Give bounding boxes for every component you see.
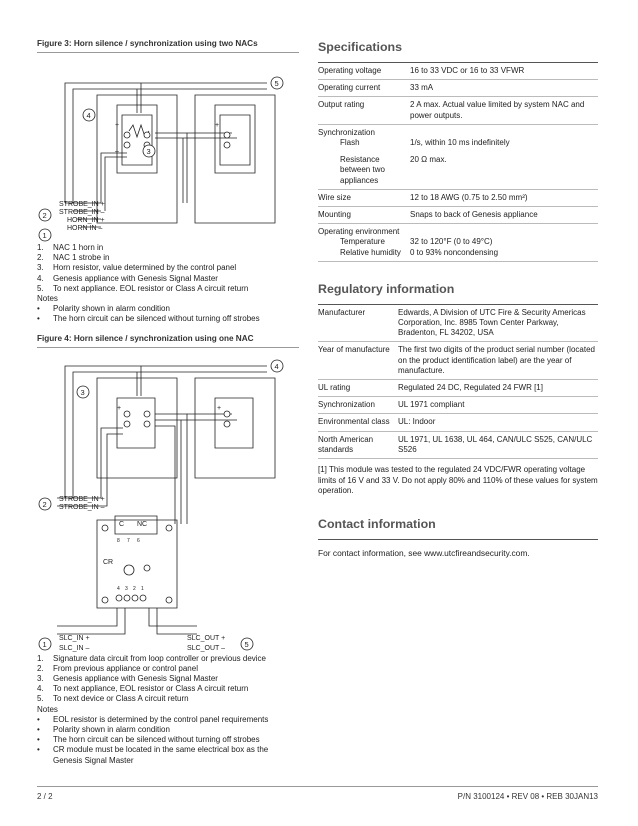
list-item: 3.Horn resistor, value determined by the… (37, 263, 237, 273)
cr-term-1: 1 (141, 586, 144, 592)
cr-term-2: 2 (133, 586, 136, 592)
figure3-notes-label: Notes (37, 294, 58, 304)
list-item: 5.To next device or Class A circuit retu… (37, 694, 189, 704)
cr-module-c-label: C (119, 521, 124, 528)
figure3-legend: 1.NAC 1 horn in 2.NAC 1 strobe in 3.Horn… (37, 243, 299, 325)
contact-text: For contact information, see www.utcfire… (318, 547, 530, 558)
figure4-diagram: + + C NC 8 7 6 CR 4 3 2 1 4 3 2 (37, 348, 299, 654)
list-item: •EOL resistor is determined by the contr… (37, 714, 269, 724)
regulatory-title: Regulatory information (318, 281, 455, 296)
fig3-minus-sign: – (115, 148, 119, 155)
list-item: •The horn circuit can be silenced withou… (37, 314, 260, 324)
figure4-rule (37, 346, 299, 348)
fig4-callout-1: 1 (43, 640, 47, 649)
figure3-wiring-svg: + – + 5 4 3 2 1 STROBE_IN + STROBE_IN – … (38, 76, 284, 242)
list-item: 3.Genesis appliance with Genesis Signal … (37, 674, 218, 684)
fig4-callout-3: 3 (81, 388, 85, 397)
fig4-wire-strobe-in-plus: STROBE_IN + (59, 496, 105, 503)
fig4-wire-slc-in-minus: SLC_IN – (59, 645, 89, 652)
specifications-rule (318, 62, 598, 63)
list-item: 4.Genesis appliance with Genesis Signal … (37, 273, 218, 283)
regulatory-footnote: [1] This module was tested to the regula… (318, 465, 598, 496)
fig4-plus-sign: + (117, 405, 121, 412)
fig3-wire-horn-in-plus: HORN_IN + (67, 217, 105, 224)
fig3-callout-4: 4 (87, 111, 91, 120)
regulatory-rule (318, 303, 598, 305)
fig4-wire-slc-out-plus: SLC_OUT + (187, 635, 225, 642)
fig3-wire-strobe-in-plus: STROBE_IN + (59, 201, 105, 208)
page-number: 2 / 2 (37, 792, 53, 801)
fig4-plus-sign-2: + (217, 405, 221, 412)
fig3-wire-horn-in-minus: HORN IN – (67, 225, 103, 232)
list-item: 2.NAC 1 strobe in (37, 253, 110, 263)
figure3-rule (37, 52, 299, 53)
cr-module-nc-label: NC (137, 521, 147, 528)
contact-rule (318, 538, 598, 540)
left-column: Figure 3: Horn silence / synchronization… (37, 38, 299, 766)
list-item: 4.To next appliance, EOL resistor or Cla… (37, 684, 249, 694)
fig3-callout-1: 1 (43, 231, 47, 240)
list-item: •Polarity shown in alarm condition (37, 725, 170, 735)
list-item: •CR module must be located in the same e… (37, 745, 269, 765)
fig4-callout-5: 5 (245, 640, 249, 649)
cr-term-6: 6 (137, 538, 140, 544)
list-item: 5.To next appliance. EOL resistor or Cla… (37, 283, 249, 293)
fig3-wire-strobe-in-minus: STROBE_IN – (59, 209, 105, 216)
fig3-callout-5: 5 (275, 79, 279, 88)
figure3-title: Figure 3: Horn silence / synchronization… (37, 39, 258, 48)
cr-term-4: 4 (117, 586, 120, 592)
fig4-callout-4: 4 (275, 362, 279, 371)
specifications-title: Specifications (318, 40, 403, 54)
table-row: Synchronization Flash Resistance between… (318, 124, 598, 190)
cr-term-3: 3 (125, 586, 128, 592)
cr-term-7: 7 (127, 538, 130, 544)
fig4-wire-slc-in-plus: SLC_IN + (59, 635, 90, 642)
fig4-wire-strobe-in-minus: STROBE_IN – (59, 504, 105, 511)
figure4-legend: 1.Signature data circuit from loop contr… (37, 654, 299, 766)
fig3-plus-sign: + (115, 122, 119, 129)
table-row: Operating environment Temperature Relati… (318, 223, 598, 262)
list-item: •The horn circuit can be silenced withou… (37, 735, 260, 745)
fig3-plus-sign-2: + (215, 122, 219, 129)
figure4-notes-label: Notes (37, 704, 58, 714)
fig3-callout-2: 2 (43, 211, 47, 220)
list-item: 2.From previous appliance or control pan… (37, 663, 198, 673)
list-item: 1.NAC 1 horn in (37, 243, 104, 252)
figure4-title: Figure 4: Horn silence / synchronization… (37, 333, 254, 343)
contact-title: Contact information (318, 516, 436, 531)
list-item: 1.Signature data circuit from loop contr… (37, 653, 266, 663)
fig3-callout-3: 3 (147, 147, 151, 156)
fig4-wire-slc-out-minus: SLC_OUT – (187, 645, 225, 652)
cr-module-label: CR (103, 559, 113, 566)
figure3-diagram: + – + 5 4 3 2 1 STROBE_IN + STROBE_IN – … (37, 53, 299, 243)
list-item: •Polarity shown in alarm condition (37, 304, 170, 314)
part-number: P/N 3100124 • REV 08 • REB 30JAN13 (457, 792, 598, 801)
fig4-callout-2: 2 (43, 500, 47, 509)
figure4-wiring-svg: + + C NC 8 7 6 CR 4 3 2 1 4 3 2 (38, 359, 284, 652)
footer-rule (37, 786, 598, 787)
cr-term-8: 8 (117, 538, 120, 544)
